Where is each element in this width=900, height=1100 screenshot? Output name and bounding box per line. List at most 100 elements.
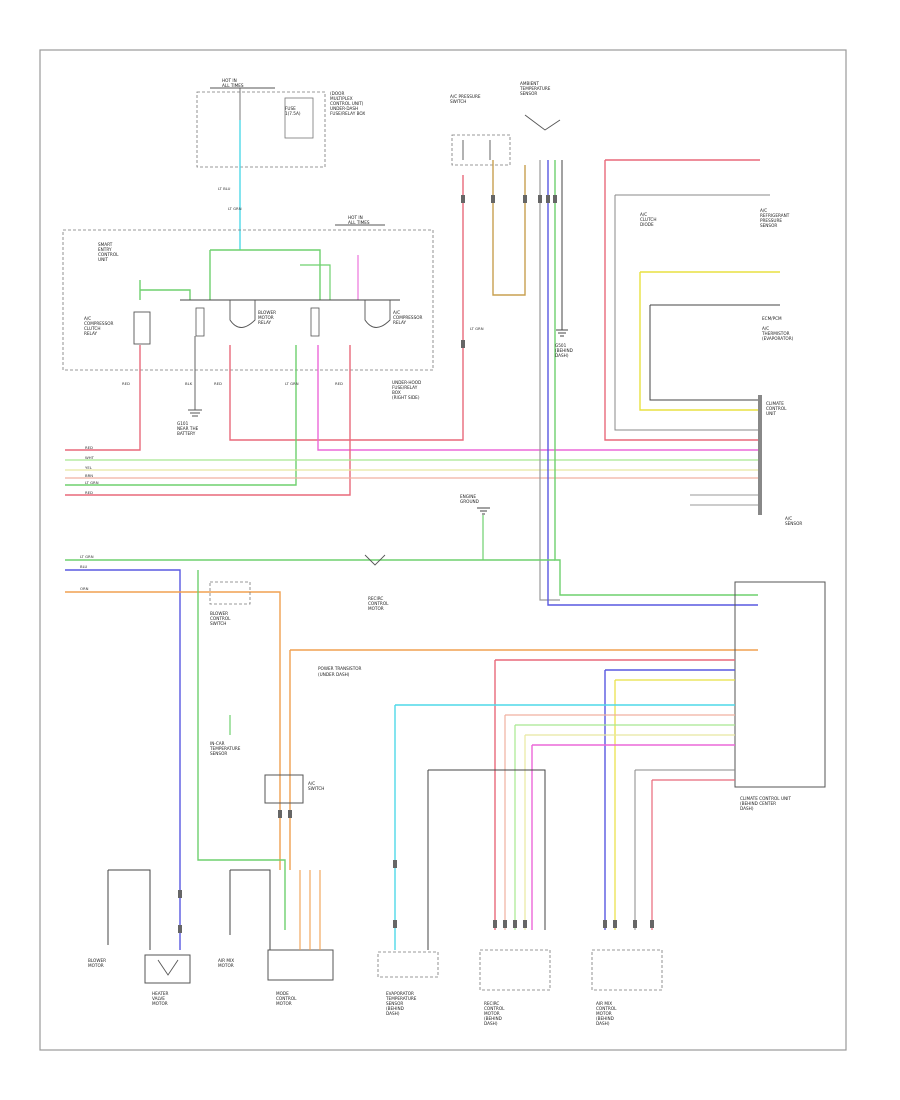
- top-sensor-symbol: [524, 114, 561, 131]
- bottom-comp-2b: AIR MIX MOTOR: [218, 958, 234, 968]
- mid-relay-2-l2: RELAY: [393, 320, 407, 325]
- bottom-comp-4-l4: DASH): [386, 1011, 400, 1016]
- svg-text:LT GRN: LT GRN: [80, 554, 94, 559]
- top-module-a-l4: FUSE/RELAY BOX: [330, 111, 365, 116]
- relay-box-label-l0: UNDER-HOOD: [392, 380, 421, 385]
- wire-black-bottom-left: [107, 869, 151, 950]
- wire-red-mid: [229, 175, 464, 441]
- mid-sensor-1-l2: SENSOR: [210, 751, 227, 756]
- top-module-a-label: (DOOR MULTIPLEX CONTROL UNIT) UNDER-DASH…: [330, 91, 365, 116]
- mid-sensor-1-l1: TEMPERATURE: [209, 746, 241, 751]
- wire-gray-bus-bottom: [634, 769, 735, 930]
- wire-yellow-bus-bottom: [614, 679, 735, 930]
- bottom-comp-2-l1: MOTOR: [88, 963, 104, 968]
- relay-box-outline: [62, 229, 434, 371]
- bottom-comp-1-l2: MOTOR: [152, 1001, 168, 1006]
- mid-splice-l1: (UNDER DASH): [318, 672, 350, 677]
- wire-green-bus-bottom: [514, 724, 735, 930]
- bottom-comp-4: EVAPORATOR TEMPERATURE SENSOR (BEHIND DA…: [385, 991, 417, 1016]
- bottom-comp-3-l2: MOTOR: [276, 1001, 292, 1006]
- svg-text:LT BLU: LT BLU: [218, 186, 231, 191]
- mid-switch-3-l0: BLOWER: [210, 611, 228, 616]
- top-fuse-box: [196, 91, 326, 168]
- right-main-module-l2: DASH): [740, 806, 754, 811]
- top-power-feed: HOT IN ALL TIMES: [210, 78, 275, 160]
- mid-ground-2: ENGINE GROUND: [460, 494, 479, 504]
- mid-switch-2-l1: CONTROL: [368, 601, 389, 606]
- right-sensor-1-l0: A/C: [760, 208, 767, 213]
- svg-text:RED: RED: [214, 381, 222, 386]
- mid-relay-2-l1: COMPRESSOR: [393, 315, 423, 320]
- wire-tan-loop: [492, 160, 526, 296]
- svg-text:FUSE: FUSE: [285, 106, 296, 111]
- mid-relay-1-l0: BLOWER: [258, 310, 276, 315]
- svg-text:LT GRN: LT GRN: [228, 206, 242, 211]
- right-relay-1: A/C CLUTCH DIODE: [640, 212, 657, 227]
- bottom-comp-3-l0: MODE: [276, 991, 289, 996]
- svg-text:RED: RED: [335, 381, 343, 386]
- svg-text:YEL: YEL: [85, 465, 93, 470]
- bottom-comp-6-box: [591, 949, 663, 991]
- ground-left-l1: NEAR THE: [177, 426, 199, 431]
- left-switch-element: [133, 311, 151, 345]
- svg-text:LT GRN: LT GRN: [85, 480, 99, 485]
- bottom-comp-2b-l1: MOTOR: [218, 963, 234, 968]
- right-relay-1-l2: DIODE: [640, 222, 654, 227]
- mid-ground-2-l1: GROUND: [460, 499, 479, 504]
- mid-relay-2-symbol: [310, 300, 391, 337]
- right-sensor-1: A/C REFRIGERANT PRESSURE SENSOR: [760, 208, 790, 228]
- right-main-module-l1: (BEHIND CENTER: [740, 801, 776, 806]
- wire-pink-long: [317, 345, 758, 451]
- bottom-comp-4-l3: (BEHIND: [386, 1006, 404, 1011]
- bottom-comp-4-l2: SENSOR: [386, 1001, 403, 1006]
- bottom-comp-6-l0: AIR MIX: [596, 1001, 612, 1006]
- mid-power-feed: HOT IN ALL TIMES: [335, 215, 385, 226]
- right-connector-1-l0: CLIMATE: [766, 401, 784, 406]
- relay-box-label: UNDER-HOOD FUSE/RELAY BOX (RIGHT SIDE): [392, 380, 421, 400]
- bottom-comp-5-l1: CONTROL: [484, 1006, 505, 1011]
- mid-switch-3-l2: SWITCH: [210, 621, 226, 626]
- bottom-comp-3-box: [267, 949, 334, 981]
- mid-splice-l0: POWER TRANSISTOR: [318, 666, 362, 671]
- bottom-comp-5: RECIRC CONTROL MOTOR (BEHIND DASH): [484, 1001, 505, 1026]
- mid-relay-1: BLOWER MOTOR RELAY: [258, 310, 276, 325]
- right-sensor-2: ECM/PCM: [762, 316, 782, 321]
- right-connector-2: A/C SENSOR: [785, 516, 802, 526]
- left-switch-l0: A/C: [84, 316, 91, 321]
- wire-green-vertical-bottom: [197, 570, 286, 930]
- left-switch-l3: RELAY: [84, 331, 98, 336]
- relay-box-label-l3: (RIGHT SIDE): [392, 395, 420, 400]
- top-module-a-l3: UNDER-DASH: [330, 106, 358, 111]
- ground-left: G101 NEAR THE BATTERY: [177, 421, 199, 436]
- top-switch-1-l0: A/C PRESSURE: [450, 94, 481, 99]
- svg-text:1(7.5A): 1(7.5A): [285, 111, 301, 116]
- bottom-comp-1-symbol: [157, 959, 179, 976]
- right-connector-1-l1: CONTROL: [766, 406, 787, 411]
- top-switch-1-box: [451, 134, 511, 166]
- bottom-comp-6-l4: DASH): [596, 1021, 610, 1026]
- mid-connector-l1: SWITCH: [308, 786, 324, 791]
- bottom-comp-2: BLOWER MOTOR: [88, 958, 106, 968]
- wire-red-long-2: [65, 345, 351, 496]
- bottom-comp-2b-l0: AIR MIX: [218, 958, 234, 963]
- mid-switch-2-l2: MOTOR: [368, 606, 384, 611]
- ground-left-l0: G101: [177, 421, 189, 426]
- bottom-comp-6: AIR MIX CONTROL MOTOR (BEHIND DASH): [596, 1001, 617, 1026]
- right-sensor-3-l2: (EVAPORATOR): [762, 336, 794, 341]
- diagram-border: [39, 49, 847, 1051]
- right-connector-1-l2: UNIT: [766, 411, 776, 416]
- bottom-comp-1-box: [144, 954, 191, 984]
- mid-connector-l0: A/C: [308, 781, 315, 786]
- wire-gray-vertical: [539, 160, 560, 601]
- left-switch: A/C COMPRESSOR CLUTCH RELAY: [84, 316, 114, 336]
- svg-text:ORN: ORN: [80, 586, 89, 591]
- left-relay-block-l1: ENTRY: [98, 247, 112, 252]
- ground-mid-l1: (BEHIND: [555, 348, 573, 353]
- bottom-comp-6-l1: CONTROL: [596, 1006, 617, 1011]
- top-fuse-box-l0: FUSE: [285, 106, 296, 111]
- mid-relay-1-l1: MOTOR: [258, 315, 274, 320]
- top-sensor: AMBIENT TEMPERATURE SENSOR: [519, 81, 551, 96]
- svg-text:BLU: BLU: [80, 564, 88, 569]
- left-relay-block-l3: UNIT: [98, 257, 108, 262]
